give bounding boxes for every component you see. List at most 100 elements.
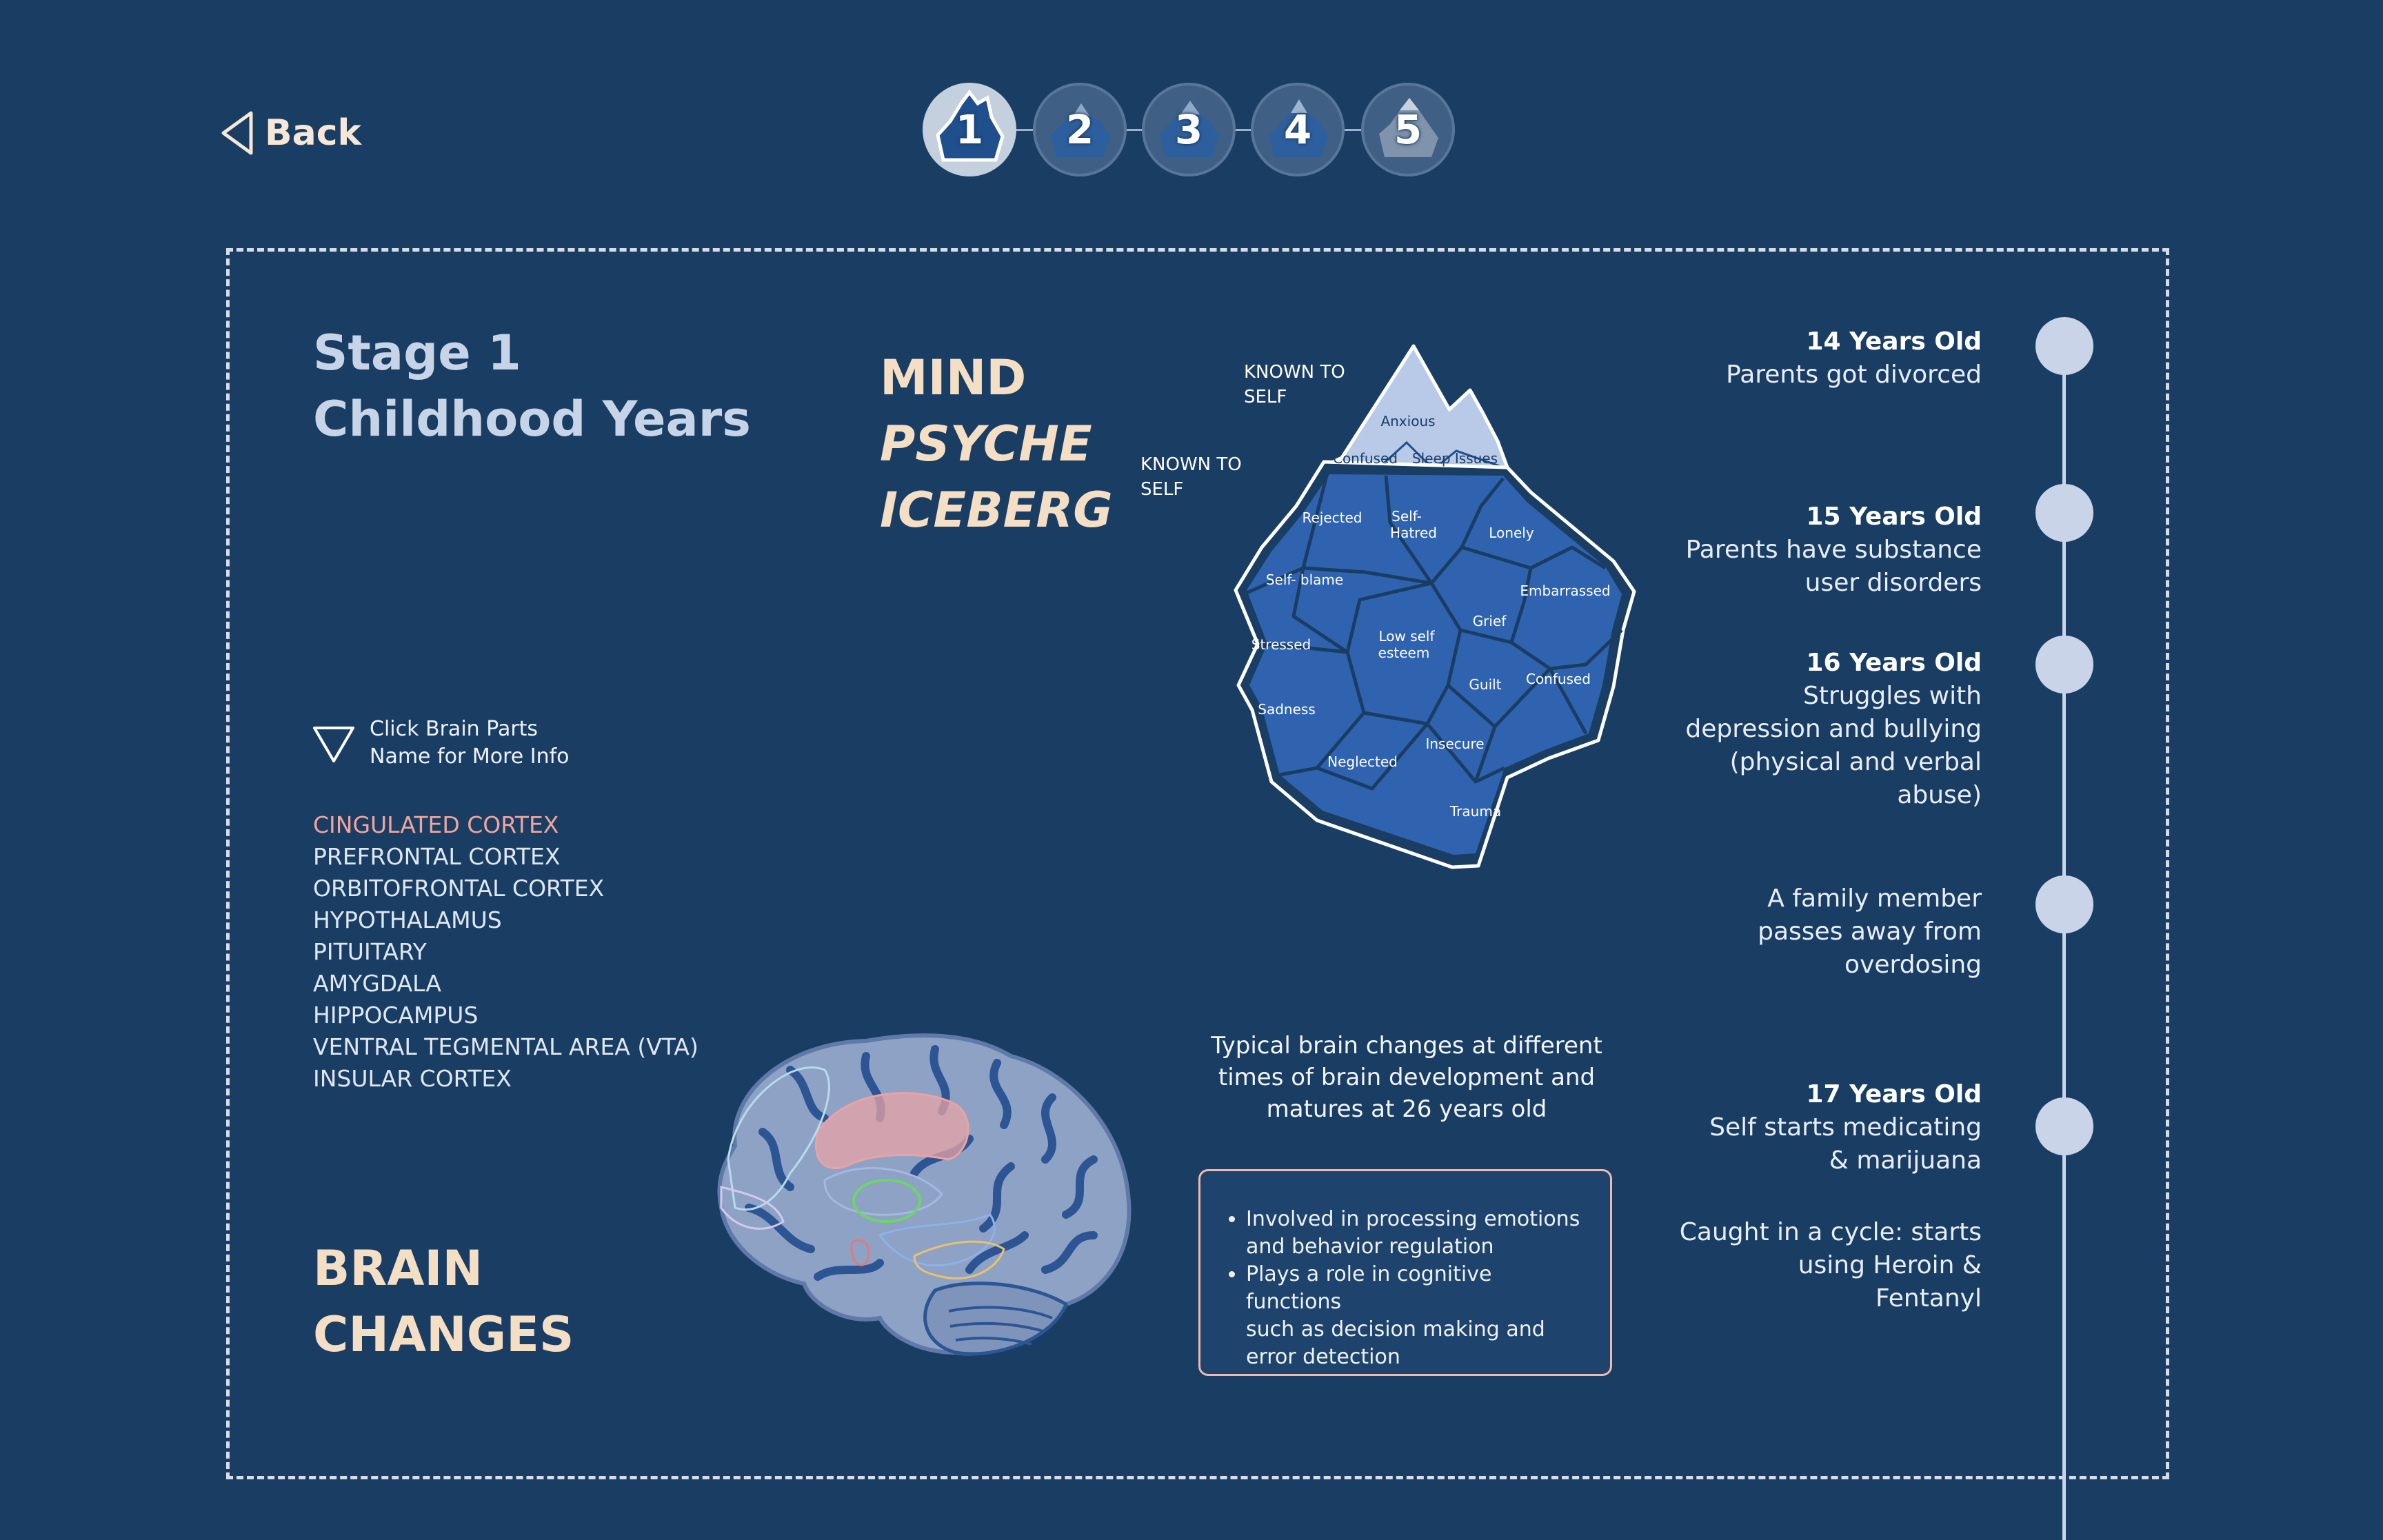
step-4-number: 4 <box>1283 106 1312 153</box>
iceberg-thumbnail-icon <box>1379 98 1438 157</box>
brain-part-vta[interactable]: VENTRAL TEGMENTAL AREA (VTA) <box>313 1033 698 1060</box>
step-5-number: 5 <box>1394 106 1422 153</box>
iceberg-word: Rejected <box>1302 509 1362 526</box>
triangle-down-icon <box>313 727 354 762</box>
back-button[interactable]: Back <box>219 105 361 161</box>
mind-title-line3: ICEBERG <box>880 482 1113 538</box>
step-1-button[interactable]: 1 <box>923 83 1016 176</box>
timeline-dot-2[interactable] <box>2035 484 2093 542</box>
iceberg-word: Hatred <box>1390 525 1437 541</box>
mind-iceberg-title: MIND PSYCHE ICEBERG <box>880 345 1113 543</box>
stage-title: Stage 1 Childhood Years <box>313 320 751 452</box>
iceberg-word: Sleep Issues <box>1412 450 1498 467</box>
info-bullet: Involved in processing emotions and beha… <box>1246 1206 1589 1261</box>
timeline-dot-1[interactable] <box>2035 317 2093 375</box>
timeline-event: A family member passes away from overdos… <box>1758 882 1982 982</box>
mind-title-line2: PSYCHE <box>880 416 1092 472</box>
iceberg-word: Self- <box>1391 508 1422 525</box>
event-age: 16 Years Old <box>1806 649 1982 677</box>
label-line: KNOWN TO <box>1244 362 1345 383</box>
step-2-button[interactable]: 2 <box>1033 83 1127 176</box>
event-line: abuse) <box>1897 781 1982 809</box>
typical-line3: matures at 26 years old <box>1266 1095 1547 1123</box>
timeline-event: Caught in a cycle: starts using Heroin &… <box>1680 1216 1982 1315</box>
iceberg-word: Trauma <box>1449 803 1501 820</box>
known-to-self-label-top: KNOWN TO SELF <box>1244 360 1345 409</box>
timeline-event: 14 Years Old Parents got divorced <box>1726 325 1982 392</box>
psyche-iceberg-diagram: Anxious Confused Sleep Issues Rejected S… <box>1234 344 1636 869</box>
brain-part-insular-cortex[interactable]: INSULAR CORTEX <box>313 1065 512 1092</box>
info-bullets: Involved in processing emotions and beha… <box>1227 1206 1589 1371</box>
timeline-dot-4[interactable] <box>2035 875 2093 933</box>
brain-part-pituitary[interactable]: PITUITARY <box>313 938 427 965</box>
content-frame <box>226 248 2169 1479</box>
iceberg-word: Guilt <box>1469 676 1501 693</box>
event-age: 15 Years Old <box>1806 503 1982 531</box>
brain-changes-line2: CHANGES <box>313 1306 574 1363</box>
timeline-dot-5[interactable] <box>2035 1097 2093 1155</box>
event-line: passes away from <box>1758 918 1982 946</box>
label-line: SELF <box>1140 479 1184 500</box>
step-3-button[interactable]: 3 <box>1142 83 1236 176</box>
iceberg-word: Anxious <box>1380 413 1435 429</box>
info-line: and behavior regulation <box>1246 1235 1494 1259</box>
brain-parts-hint: Click Brain Parts Name for More Info <box>312 716 570 771</box>
mind-title-line1: MIND <box>880 349 1027 406</box>
known-to-self-label-left: KNOWN TO SELF <box>1140 452 1242 502</box>
event-line: Caught in a cycle: starts <box>1679 1218 1982 1246</box>
iceberg-word: Low self <box>1378 628 1435 645</box>
event-line: using Heroin & <box>1798 1251 1982 1279</box>
event-line: (physical and verbal <box>1729 748 1982 776</box>
back-label: Back <box>265 112 362 154</box>
iceberg-word: Grief <box>1473 613 1507 629</box>
event-age: 14 Years Old <box>1806 327 1982 356</box>
brain-part-hippocampus[interactable]: HIPPOCAMPUS <box>313 1002 479 1029</box>
timeline-line <box>2062 343 2066 1540</box>
event-line: user disorders <box>1804 569 1982 597</box>
brain-part-info-box: Involved in processing emotions and beha… <box>1198 1169 1612 1376</box>
brain-part-cingulated-cortex[interactable]: CINGULATED CORTEX <box>313 811 559 838</box>
event-line: Parents have substance <box>1685 536 1982 564</box>
iceberg-word: Self- blame <box>1266 571 1343 588</box>
stage-number: Stage 1 <box>313 325 521 381</box>
typical-line2: times of brain development and <box>1218 1064 1596 1091</box>
iceberg-word: Sadness <box>1258 701 1315 718</box>
info-line: Plays a role in cognitive functions <box>1246 1262 1492 1314</box>
label-line: SELF <box>1244 387 1287 407</box>
step-5-button[interactable]: 5 <box>1361 83 1455 176</box>
iceberg-word: Stressed <box>1251 636 1311 653</box>
typical-brain-changes-text: Typical brain changes at different times… <box>1186 1030 1627 1125</box>
info-line: error detection <box>1246 1345 1400 1369</box>
brain-illustration <box>717 1033 1132 1356</box>
event-line: depression and bullying <box>1685 715 1982 743</box>
event-line: Fentanyl <box>1875 1284 1982 1313</box>
event-line: Parents got divorced <box>1726 361 1982 389</box>
timeline-event: 16 Years Old Struggles with depression a… <box>1685 647 1982 812</box>
hint-line1: Click Brain Parts <box>370 717 539 741</box>
timeline-event: 17 Years Old Self starts medicating & ma… <box>1709 1078 1982 1177</box>
iceberg-thumbnail-icon <box>1051 103 1110 157</box>
info-line: Involved in processing emotions <box>1246 1207 1580 1231</box>
event-line: overdosing <box>1844 951 1982 979</box>
event-age: 17 Years Old <box>1806 1080 1982 1108</box>
iceberg-word: Lonely <box>1489 525 1534 541</box>
info-bullet: Plays a role in cognitive functions such… <box>1246 1261 1589 1371</box>
iceberg-word: Confused <box>1333 450 1398 467</box>
timeline-event: 15 Years Old Parents have substance user… <box>1686 500 1982 600</box>
brain-changes-title: BRAIN CHANGES <box>313 1235 574 1368</box>
brain-part-hypothalamus[interactable]: HYPOTHALAMUS <box>313 906 502 933</box>
step-3-number: 3 <box>1174 106 1203 153</box>
info-line: such as decision making and <box>1246 1317 1545 1341</box>
brain-part-prefrontal-cortex[interactable]: PREFRONTAL CORTEX <box>313 843 561 870</box>
stage-name: Childhood Years <box>313 391 751 447</box>
stage-stepper: 1 2 3 4 5 <box>923 81 1460 178</box>
step-4-button[interactable]: 4 <box>1251 83 1345 176</box>
brain-part-amygdala[interactable]: AMYGDALA <box>313 970 441 997</box>
event-line: A family member <box>1767 884 1982 913</box>
hint-line2: Name for More Info <box>370 744 570 769</box>
brain-part-orbitofrontal-cortex[interactable]: ORBITOFRONTAL CORTEX <box>313 875 605 902</box>
iceberg-word: Neglected <box>1327 753 1398 770</box>
iceberg-thumbnail-icon <box>1160 101 1219 157</box>
step-1-number: 1 <box>955 106 984 153</box>
timeline-dot-3[interactable] <box>2035 636 2093 693</box>
